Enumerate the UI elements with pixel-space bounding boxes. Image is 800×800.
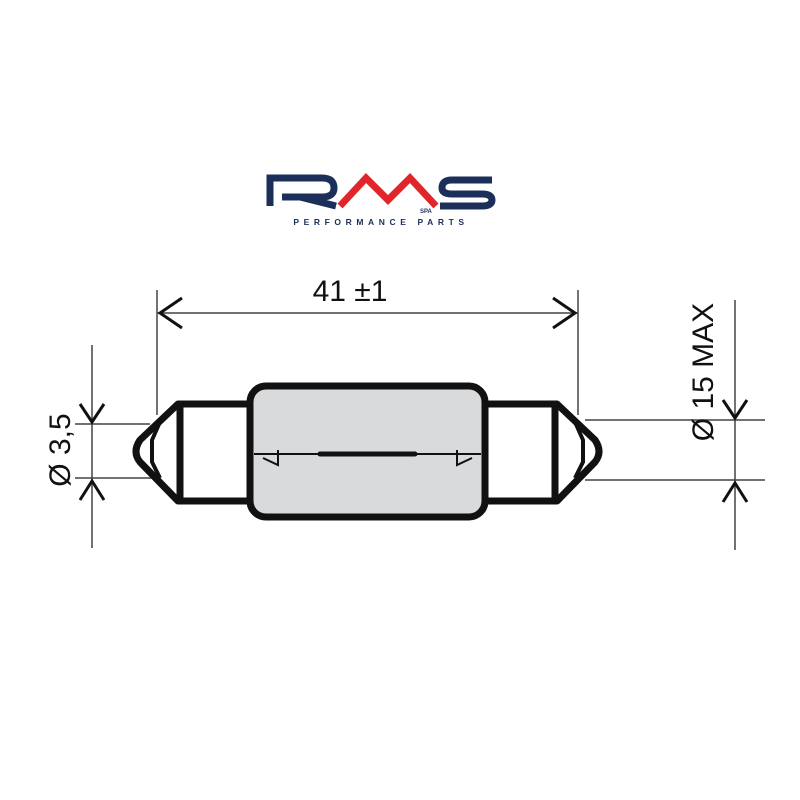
dimension-lines (75, 290, 765, 550)
filament (254, 450, 481, 467)
logo-letter-m (337, 172, 439, 209)
right-cap (487, 400, 603, 505)
arrow-up-icon (721, 480, 749, 503)
length-label: 41 ±1 (313, 275, 388, 308)
left-cap (132, 400, 248, 505)
body-diameter-label: Ø 15 MAX (687, 303, 720, 441)
arrow-down-icon (721, 399, 749, 421)
rms-logo: SPA PERFORMANCE PARTS (266, 172, 496, 227)
tip-diameter-label: Ø 3,5 (44, 413, 77, 486)
logo-letter-s (438, 176, 496, 210)
logo-tagline: PERFORMANCE PARTS (293, 217, 468, 227)
arrow-left-icon (157, 296, 183, 330)
logo-suffix: SPA (420, 209, 433, 215)
arrow-down-icon (78, 403, 106, 425)
logo-letter-r (266, 174, 338, 210)
arrow-up-icon (78, 478, 106, 501)
arrowheads (78, 296, 749, 503)
arrow-right-icon (552, 296, 578, 330)
